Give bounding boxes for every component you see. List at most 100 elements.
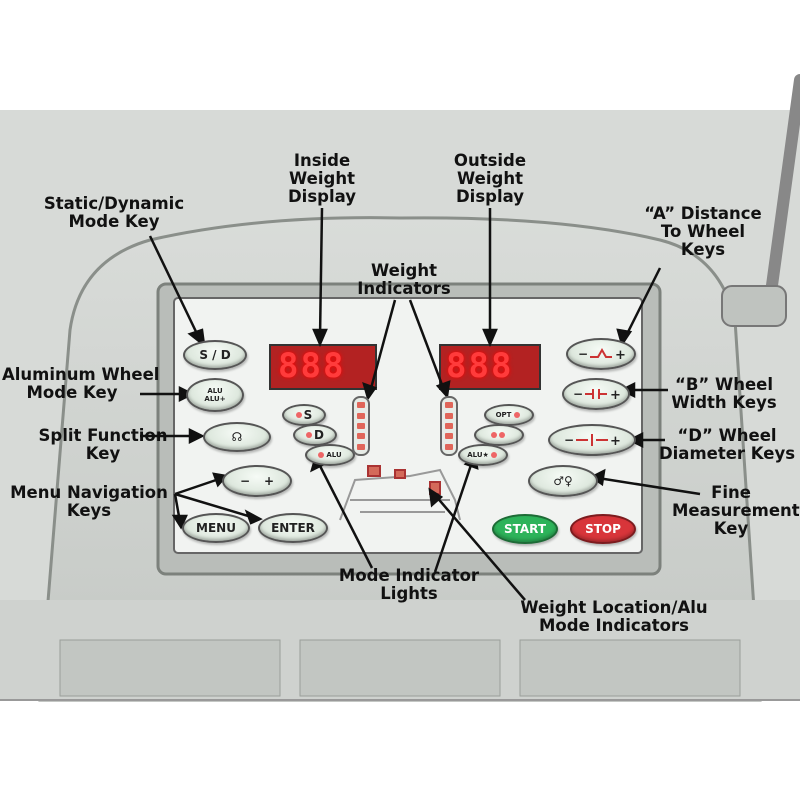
label-line: Key [713,519,749,538]
label-line: Display [287,187,357,206]
svg-text:−: − [578,347,588,361]
led-segment [445,433,453,440]
outside-weight-indicator-leds [440,396,458,456]
b-width-key[interactable]: −+ [562,378,630,410]
svg-text:+: + [610,388,621,401]
led-segment [445,443,453,450]
led-segment [357,402,365,409]
label-outside-weight-display: Outside Weight Display [446,152,534,206]
gauge-arm [764,74,800,306]
key-label: S [303,408,313,422]
svg-text:+: + [610,434,621,447]
key-label: ENTER [271,521,315,535]
svg-text:−: − [564,433,574,447]
mode-split-light[interactable] [474,424,524,446]
led-segment [357,422,365,429]
led-icon [491,432,497,438]
label-line: Weight [457,169,523,188]
label-line: Width Keys [671,393,777,412]
label-line: Aluminum Wheel [2,365,160,384]
outside-weight-readout: 888 [446,346,514,386]
label-line: Menu Navigation [10,483,168,502]
label-d-wheel-diameter-keys: “D” Wheel Diameter Keys [656,427,798,463]
a-distance-key[interactable]: −+ [566,338,636,370]
menu-minus-plus-key[interactable]: −+ [222,465,292,497]
label-line: Indicators [357,279,451,298]
machine-base-slot-right [519,639,741,697]
label-line: Weight Location/Alu [520,598,708,617]
label-a-distance-keys: “A” Distance To Wheel Keys [636,205,770,259]
label-line: To Wheel [660,222,746,241]
label-menu-navigation-keys: Menu Navigation Keys [6,484,172,520]
label-fine-measurement-key: Fine Measurement Key [672,484,800,538]
led-segment [357,433,365,440]
machine-base-slot-center [299,639,501,697]
svg-text:−: − [573,387,583,401]
label-mode-indicator-lights: Mode Indicator Lights [334,567,484,603]
start-button[interactable]: START [492,514,558,544]
minus-icon: − [239,474,250,488]
label-line: Key [85,444,121,463]
label-line: Keys [680,240,726,259]
key-label: START [503,522,547,536]
key-label: D [314,428,324,442]
label-line: Mode Key [68,212,160,231]
mode-alu-star-light[interactable]: ALU★ [458,444,508,466]
label-line: Lights [380,584,438,603]
label-line: “A” Distance [644,204,762,223]
label-line: Split Function [38,426,168,445]
label-line: Mode Key [26,383,118,402]
distance-arrows-icon: −+ [578,347,626,361]
fine-measurement-icon: ♂♀ [553,474,573,488]
led-segment [357,412,365,419]
inside-weight-display-screen [269,344,377,390]
label-line: Weight [289,169,355,188]
static-dynamic-mode-key[interactable]: S / D [183,340,247,370]
mode-opt-light[interactable]: OPT [484,404,534,426]
label-line: Display [455,187,525,206]
led-icon [490,452,497,458]
key-label: S / D [199,348,231,362]
label-line: “B” Wheel [675,375,773,394]
key-label: ALU [326,451,342,459]
d-diameter-key[interactable]: −+ [548,424,636,456]
menu-key[interactable]: MENU [182,513,250,543]
led-icon [318,452,325,458]
key-label: STOP [585,522,621,536]
label-inside-weight-display: Inside Weight Display [280,152,364,206]
fine-measurement-key[interactable]: ♂♀ [528,465,598,497]
label-aluminum-wheel-mode-key: Aluminum Wheel Mode Key [2,365,160,402]
key-label-line: ALU+ [204,395,226,403]
label-line: Keys [66,501,112,520]
led-segment [445,402,453,409]
split-icon: ☊ [231,430,243,444]
key-label: ALU★ [467,451,489,459]
label-line: Mode Indicators [539,616,689,635]
mode-static-light[interactable]: S [282,404,326,426]
stop-button[interactable]: STOP [570,514,636,544]
mode-dynamic-light[interactable]: D [293,424,337,446]
led-segment [445,422,453,429]
split-function-key[interactable]: ☊ [203,422,271,452]
label-line: Measurement [672,501,800,520]
callout-arrows [140,207,701,601]
key-label: OPT [495,411,512,419]
led-icon [306,432,313,438]
label-line: Outside [453,151,527,170]
led-icon [295,412,302,418]
mode-alu-light[interactable]: ALU [305,444,355,466]
inside-weight-indicator-leds [352,396,370,456]
label-line: Weight [371,261,437,280]
label-line: Inside [293,151,351,170]
label-split-function-key: Split Function Key [30,427,176,463]
gauge-arm-bracket [721,285,787,327]
label-static-dynamic-mode-key: Static/Dynamic Mode Key [36,195,192,231]
enter-key[interactable]: ENTER [258,513,328,543]
inside-weight-readout: 888 [278,346,346,386]
label-line: “D” Wheel [677,426,777,445]
key-label: MENU [196,521,236,535]
key-label-line: ALU [207,387,223,395]
